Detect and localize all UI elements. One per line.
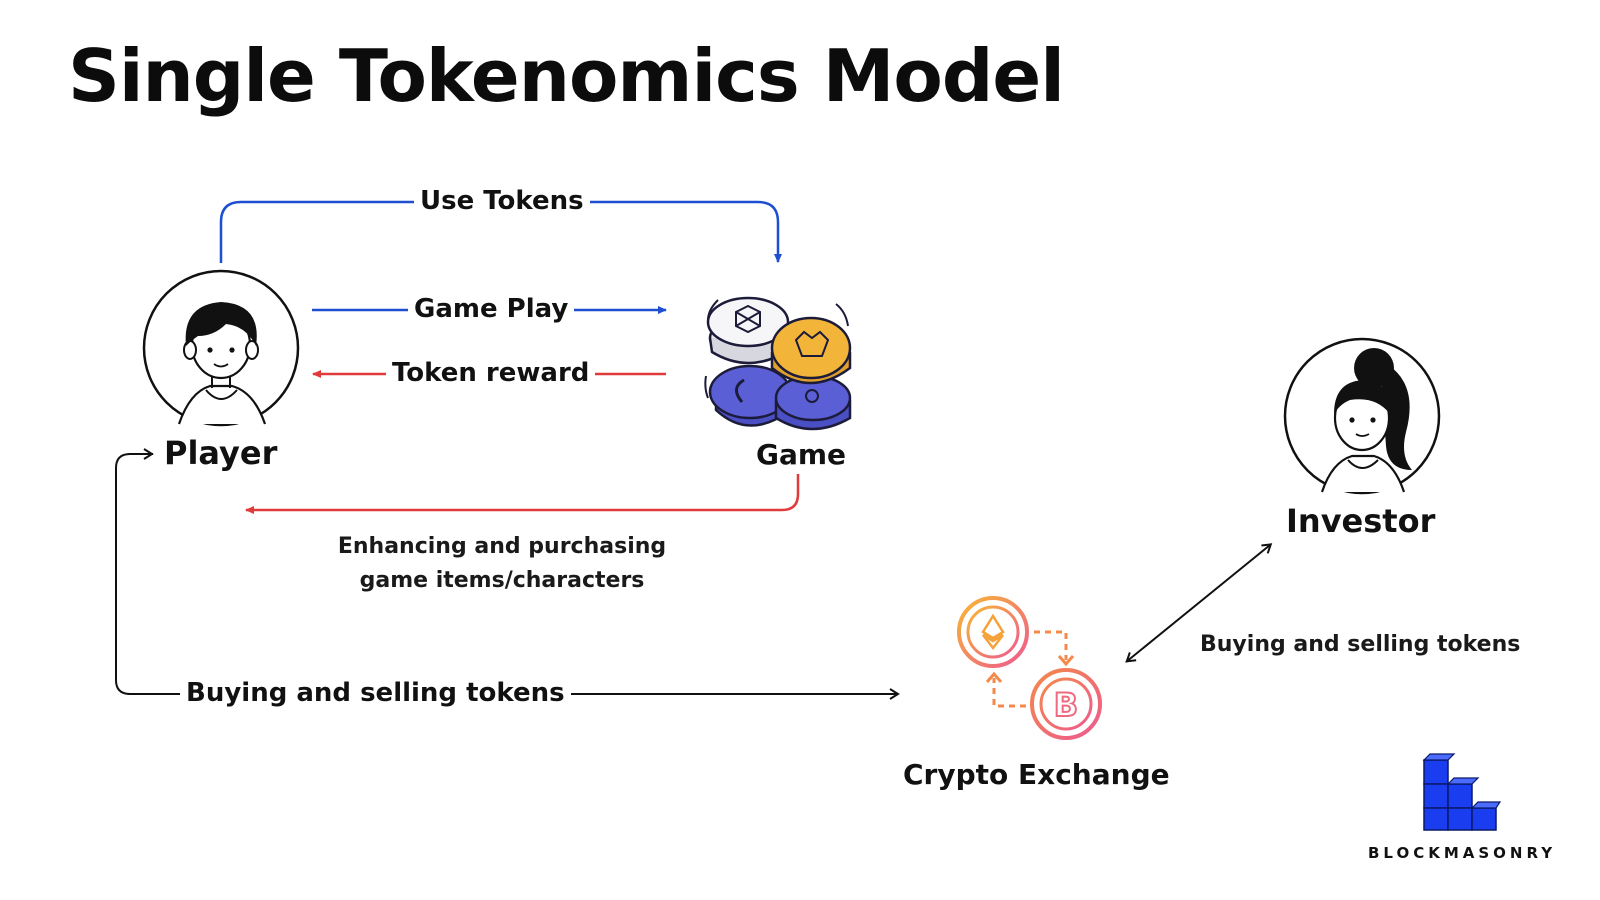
game-coins-icon [704,296,852,431]
enhancing-arrow [245,474,800,514]
crypto-exchange-icon: B [957,596,1102,740]
player-exchange-arrow [115,448,900,700]
game-label: Game [756,438,847,471]
player-avatar-icon [142,269,300,427]
investor-exchange-arrow [1125,543,1273,663]
logo-text: BLOCKMASONRY [1368,844,1557,862]
use-tokens-label: Use Tokens [414,186,590,216]
investor-label: Investor [1286,502,1436,540]
blockmasonry-logo-icon [1422,753,1502,831]
svg-text:B: B [1054,686,1078,724]
investor-avatar-icon [1283,337,1441,495]
investor-exchange-label: Buying and selling tokens [1200,632,1521,657]
crypto-exchange-label: Crypto Exchange [903,758,1170,791]
enhancing-label: Enhancing and purchasing game items/char… [312,530,692,598]
player-label: Player [164,434,278,472]
game-play-label: Game Play [408,294,575,324]
player-exchange-label: Buying and selling tokens [180,678,571,708]
enhancing-label-line1: Enhancing and purchasing [337,534,667,559]
page-title: Single Tokenomics Model [68,34,1065,118]
enhancing-label-line2: game items/characters [359,568,645,593]
token-reward-label: Token reward [386,358,596,388]
